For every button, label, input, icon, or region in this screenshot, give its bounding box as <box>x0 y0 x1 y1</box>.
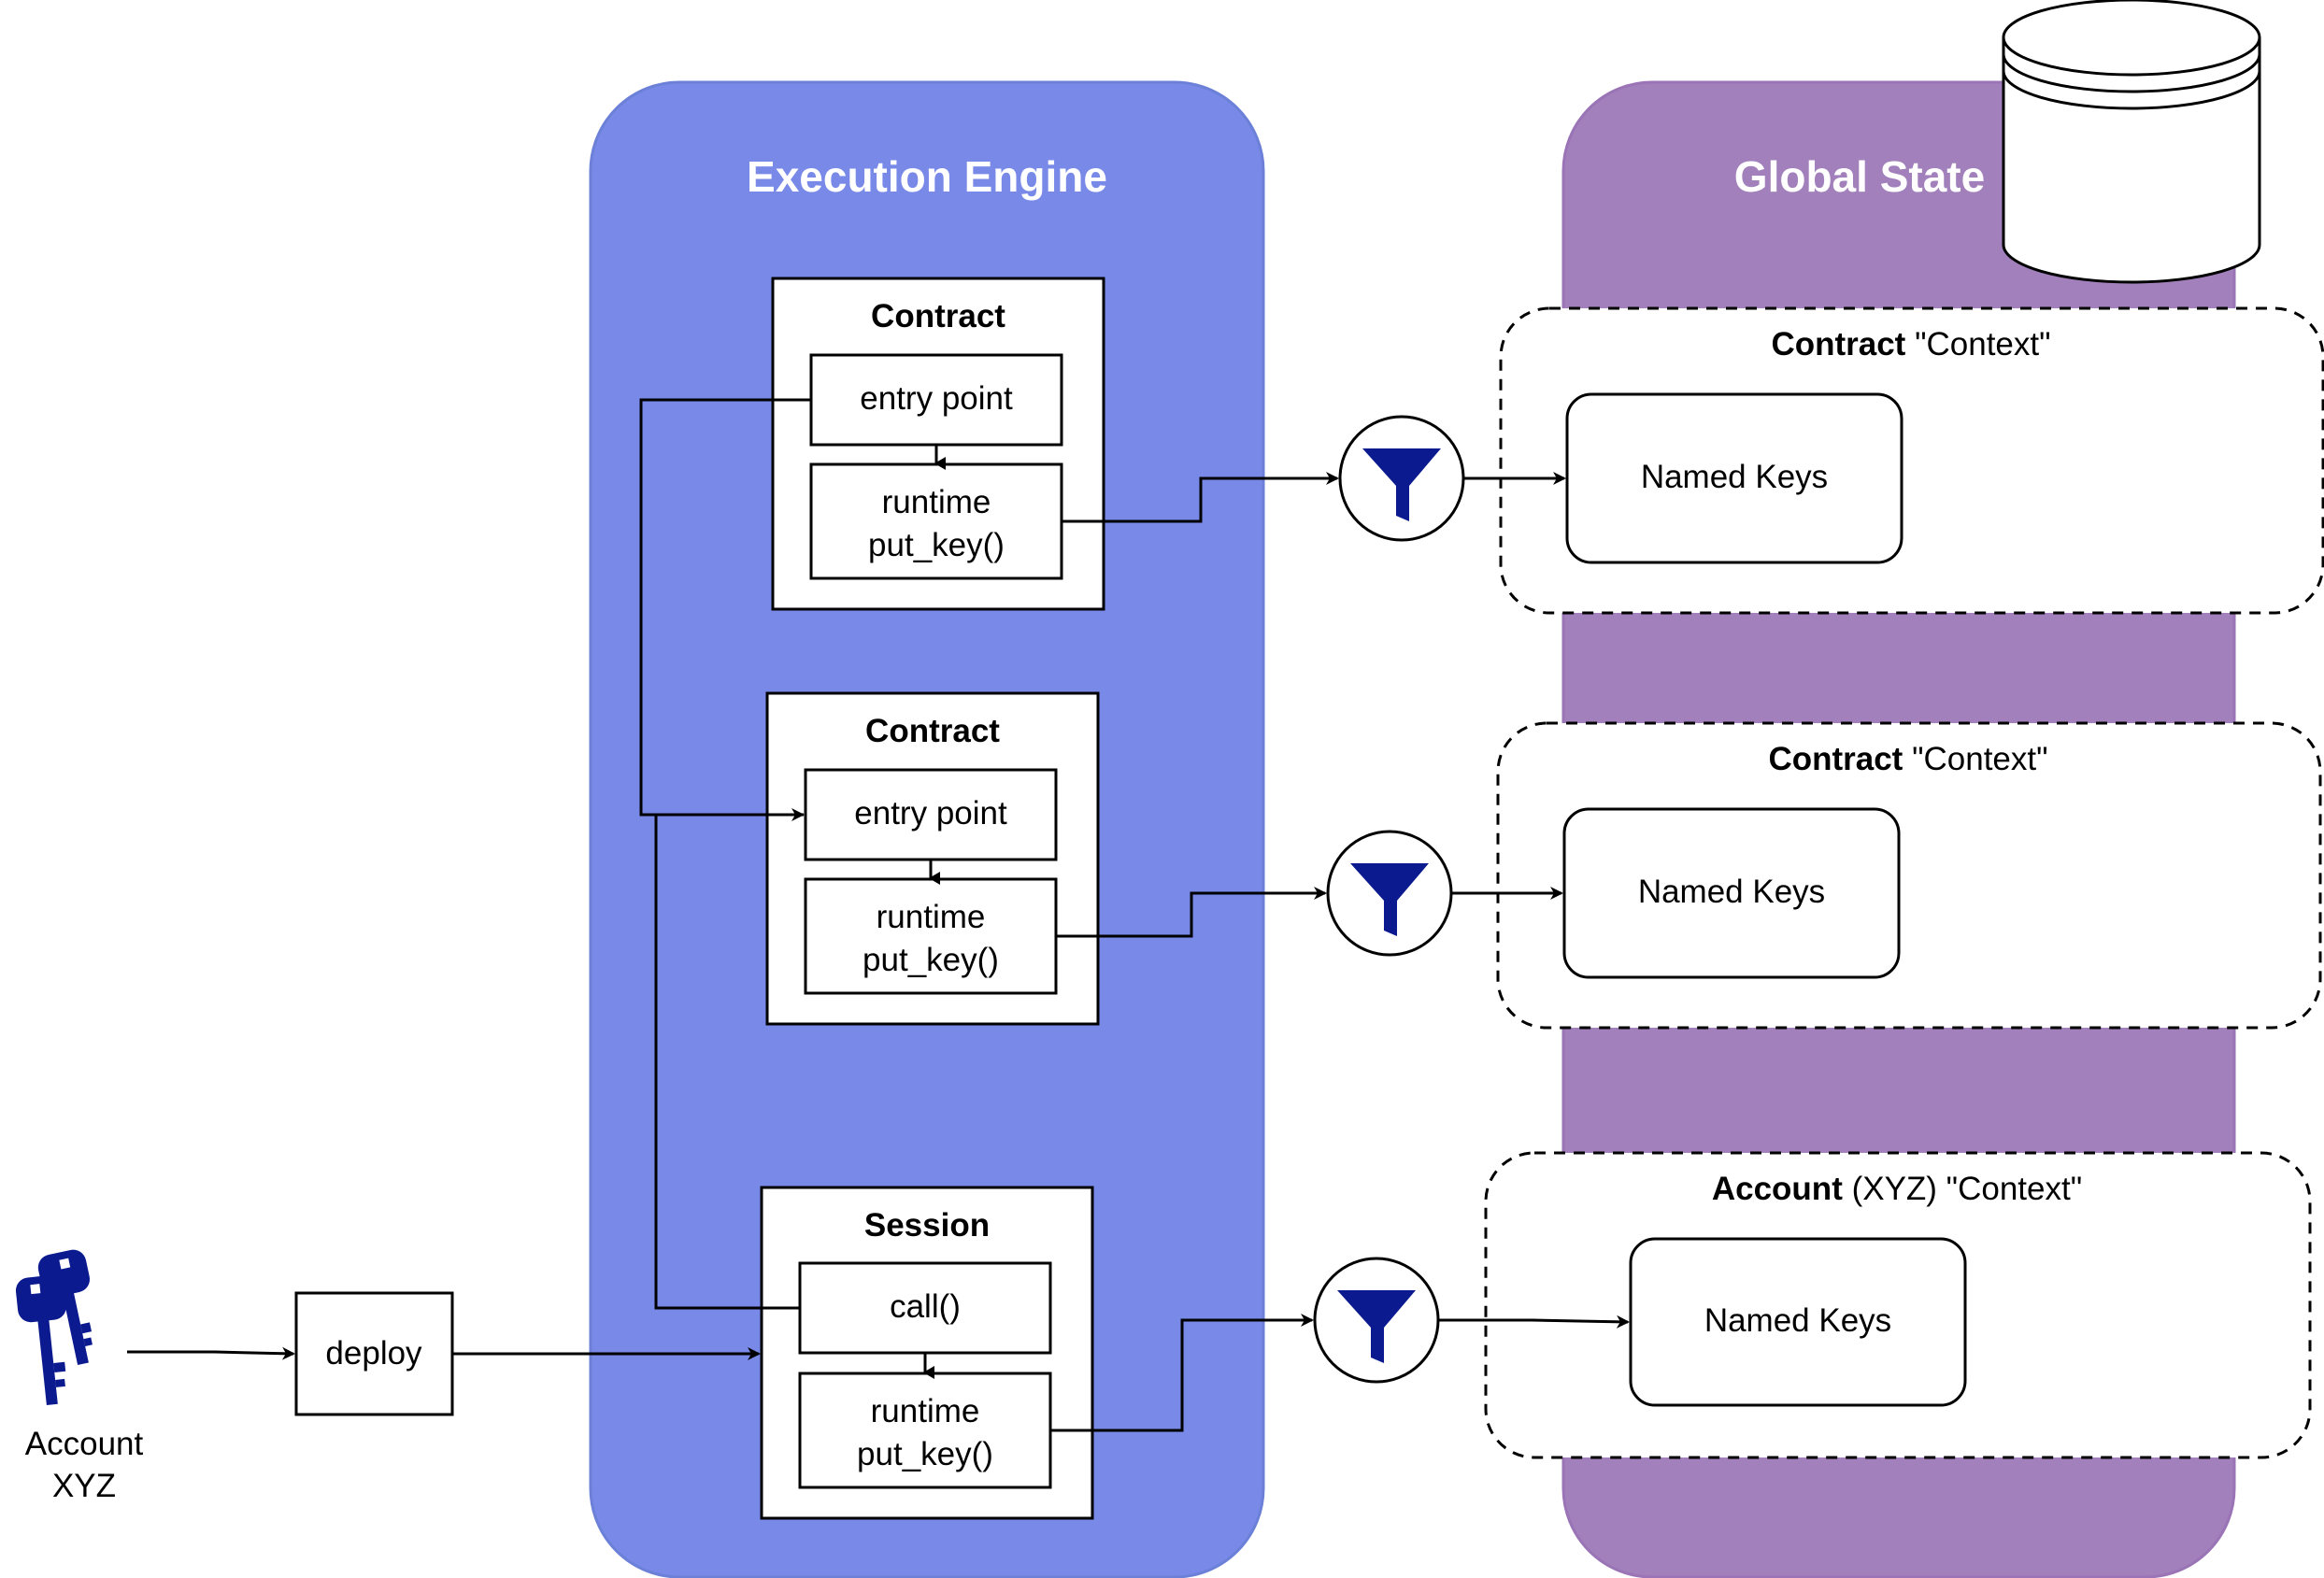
runtime-1-to-filter-1 <box>1062 472 1339 523</box>
runtime-1-line1: runtime <box>882 484 991 520</box>
named-keys-3-label: Named Keys <box>1704 1302 1891 1339</box>
runtime-2-to-filter-2 <box>1056 887 1327 938</box>
entry-point-2 <box>804 768 1058 861</box>
entry-point-1-label: entry point <box>860 380 1013 417</box>
account-to-deploy-arrow <box>127 1346 295 1360</box>
named-keys-1-label: Named Keys <box>1641 459 1828 495</box>
runtime-3-to-filter-3 <box>1050 1314 1314 1432</box>
filter-icon <box>1313 1257 1440 1384</box>
runtime-3-line1: runtime <box>871 1393 980 1429</box>
account-context-label: Account (XYZ) "Context" <box>1712 1171 2082 1207</box>
runtime-put-key-3 <box>798 1372 1052 1489</box>
context-3-bold: Account <box>1712 1171 1843 1207</box>
context-2-bold: Contract <box>1768 741 1903 777</box>
account-label-line1: Account <box>25 1426 144 1462</box>
runtime-put-key-2 <box>804 877 1058 995</box>
context-1-rest: "Context" <box>1905 326 2050 363</box>
deploy-label: deploy <box>325 1335 422 1372</box>
named-keys-2-label: Named Keys <box>1638 874 1825 910</box>
context-1-bold: Contract <box>1771 326 1905 363</box>
account-label-line2: XYZ <box>52 1468 116 1504</box>
contract-2-title: Contract <box>865 713 1000 749</box>
runtime-1-line2: put_key() <box>868 527 1005 563</box>
runtime-3-line2: put_key() <box>857 1436 993 1472</box>
contract-1-title: Contract <box>871 298 1005 334</box>
entry-point-2-label: entry point <box>854 795 1007 832</box>
call-label: call() <box>890 1288 961 1325</box>
context-3-rest: (XYZ) "Context" <box>1843 1171 2082 1207</box>
entry-1-to-entry-2-line <box>639 398 811 817</box>
context-2-rest: "Context" <box>1903 741 2047 777</box>
filter-icon <box>1338 415 1465 542</box>
keys-icon <box>15 1249 93 1406</box>
filter-icon <box>1326 830 1453 957</box>
named-keys-2 <box>1562 807 1901 979</box>
global-state-title: Global State <box>1734 152 1985 201</box>
filter-3-to-named-keys-3 <box>1439 1315 1630 1329</box>
named-keys-1 <box>1565 392 1903 564</box>
contract-context-1-label: Contract "Context" <box>1771 326 2050 363</box>
runtime-2-line2: put_key() <box>863 942 999 978</box>
contract-context-2-label: Contract "Context" <box>1768 741 2047 777</box>
runtime-2-line1: runtime <box>877 899 986 935</box>
execution-engine-title: Execution Engine <box>747 152 1107 201</box>
session-title: Session <box>864 1207 990 1244</box>
named-keys-3 <box>1629 1237 1967 1407</box>
database-icon <box>2002 0 2261 284</box>
